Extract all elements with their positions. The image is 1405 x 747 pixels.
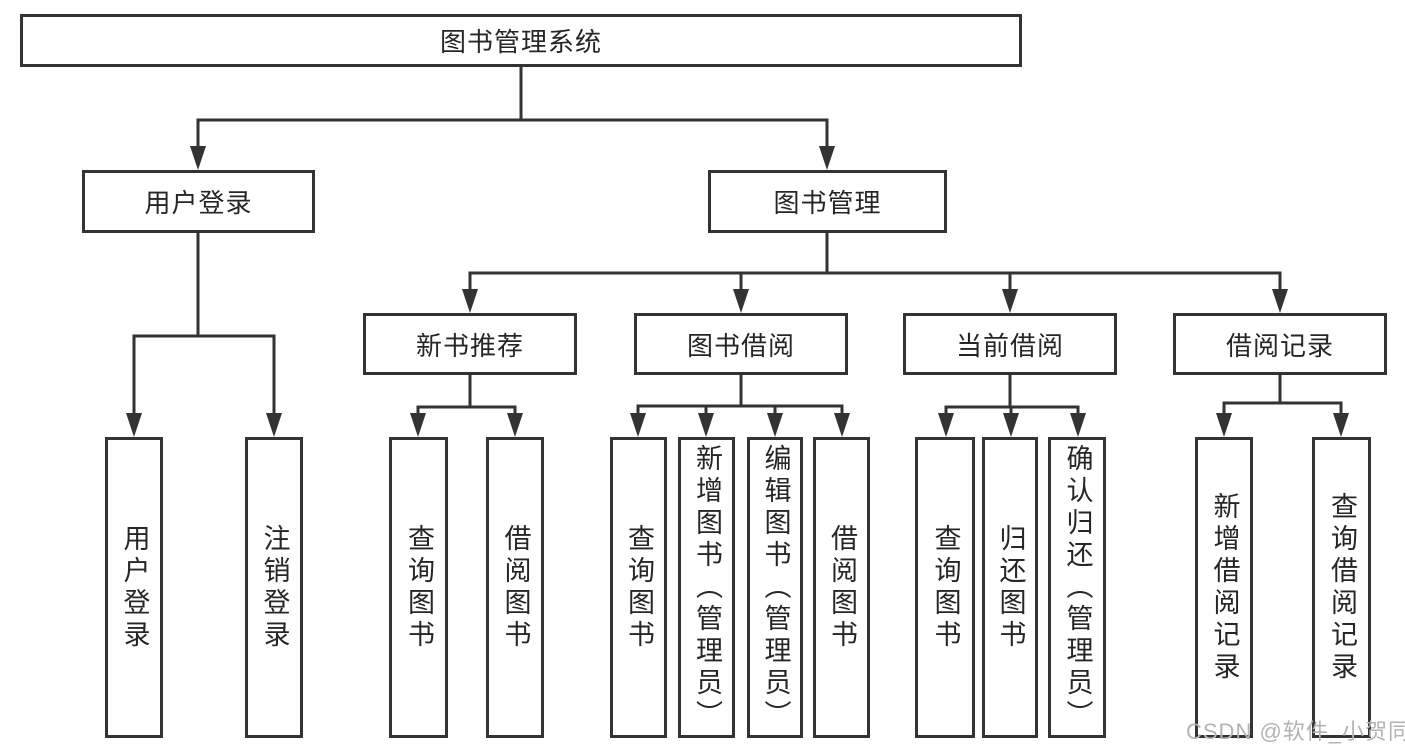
- leaf-logout: 注销登录: [245, 437, 303, 738]
- leaf-query-books-current: 查询图书: [915, 437, 975, 738]
- leaf-borrow-books: 借阅图书: [813, 437, 870, 738]
- leaf-add-borrow-record: 新增借阅记录: [1195, 437, 1253, 738]
- leaf-confirm-return-admin: 确认归还（管理员）: [1048, 437, 1106, 738]
- leaf-query-books-recommend: 查询图书: [389, 437, 448, 738]
- leaf-borrow-books-recommend: 借阅图书: [486, 437, 544, 738]
- leaf-query-borrow-record: 查询借阅记录: [1312, 437, 1371, 738]
- leaf-return-books: 归还图书: [982, 437, 1038, 738]
- node-library-management-system: 图书管理系统: [20, 14, 1022, 67]
- node-user-login: 用户登录: [82, 170, 315, 233]
- leaf-add-books-admin: 新增图书（管理员）: [678, 437, 735, 738]
- node-borrowing-records: 借阅记录: [1173, 313, 1387, 375]
- node-current-borrowing: 当前借阅: [903, 313, 1117, 375]
- leaf-edit-books-admin: 编辑图书（管理员）: [747, 437, 803, 738]
- leaf-query-books-borrow: 查询图书: [610, 437, 667, 738]
- watermark-text: CSDN @软件_小贺同学: [1186, 719, 1405, 744]
- arrowheads: [126, 146, 1349, 437]
- node-book-management: 图书管理: [708, 170, 947, 233]
- node-new-book-recommendation: 新书推荐: [363, 313, 577, 375]
- node-book-borrowing: 图书借阅: [634, 313, 848, 375]
- leaf-user-login: 用户登录: [105, 437, 163, 738]
- connector-paths: [132, 65, 1343, 423]
